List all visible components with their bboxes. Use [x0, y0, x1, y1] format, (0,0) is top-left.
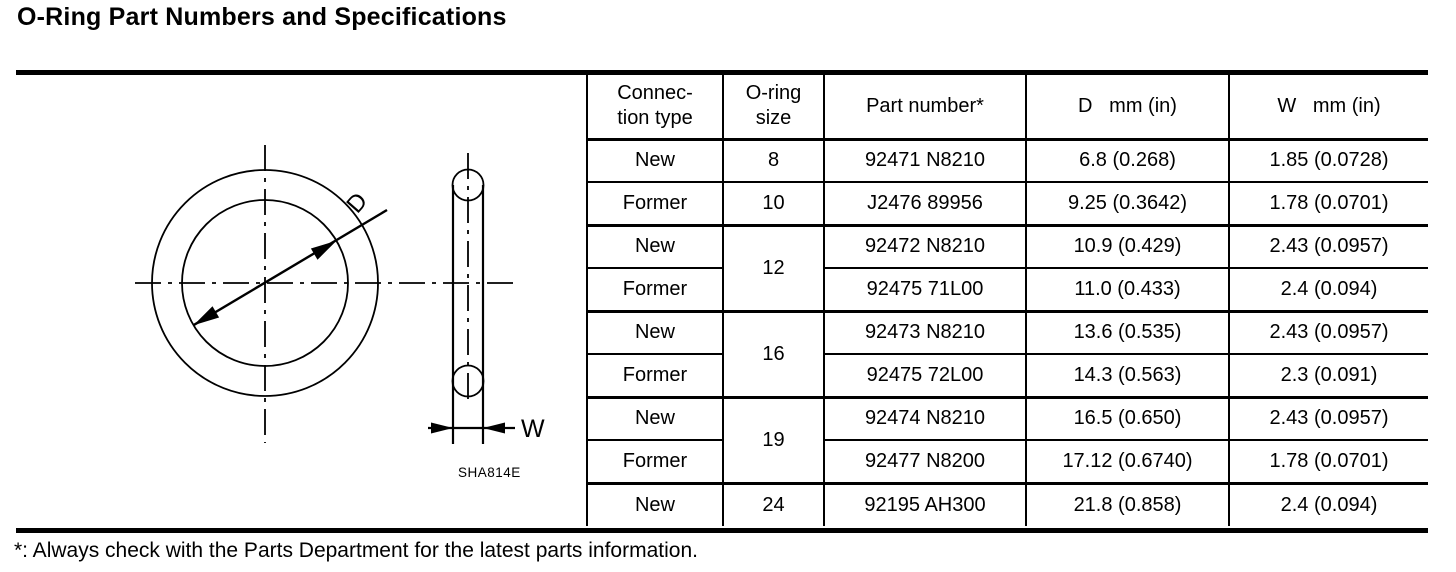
- cell-w-value: 2.43 (0.0957): [1229, 223, 1428, 268]
- cell-d-value: 6.8 (0.268): [1026, 139, 1230, 182]
- cell-part-number: 92475 71L00: [824, 267, 1027, 311]
- cell-connection-type: New: [587, 223, 724, 268]
- cell-w-value: 2.4 (0.094): [1229, 481, 1428, 526]
- arrowhead-lower-left: [193, 306, 220, 326]
- cell-connection-type: New: [587, 139, 724, 182]
- cell-connection-type: Former: [587, 181, 724, 225]
- bottom-divider: [16, 528, 1428, 533]
- cell-part-number: 92474 N8210: [824, 395, 1027, 440]
- cell-d-value: 10.9 (0.429): [1026, 223, 1230, 268]
- cell-connection-type: Former: [587, 267, 724, 311]
- cell-part-number: 92477 N8200: [824, 439, 1027, 483]
- cell-oring-size: 12: [723, 223, 825, 311]
- table-row: Former 92477 N8200 17.12 (0.6740) 1.78 (…: [587, 439, 1428, 483]
- cell-d-value: 17.12 (0.6740): [1026, 439, 1230, 483]
- cell-part-number: J2476 89956: [824, 181, 1027, 225]
- cell-oring-size: 24: [723, 481, 825, 526]
- header-connection-type: Connec- tion type: [587, 75, 724, 141]
- cell-w-value: 2.4 (0.094): [1229, 267, 1428, 311]
- table-row: New 16 92473 N8210 13.6 (0.535) 2.43 (0.…: [587, 309, 1428, 397]
- cell-oring-size: 8: [723, 139, 825, 182]
- cell-connection-type: New: [587, 395, 724, 440]
- width-arrowheads: [431, 422, 505, 434]
- figure-code: SHA814E: [458, 465, 521, 480]
- diameter-dimension-line: [192, 208, 388, 327]
- cell-oring-size: 19: [723, 395, 825, 483]
- table-row: New 8 92471 N8210 6.8 (0.268) 1.85 (0.07…: [587, 139, 1428, 182]
- cell-connection-type: New: [587, 309, 724, 354]
- cell-connection-type: Former: [587, 353, 724, 397]
- cell-w-value: 2.43 (0.0957): [1229, 395, 1428, 440]
- cell-part-number: 92472 N8210: [824, 223, 1027, 268]
- cell-d-value: 14.3 (0.563): [1026, 353, 1230, 397]
- w-dimension-label: W: [521, 415, 545, 443]
- table-row: Former 92475 72L00 14.3 (0.563) 2.3 (0.0…: [587, 353, 1428, 397]
- diameter-arrowheads: [193, 240, 337, 326]
- cell-w-value: 1.78 (0.0701): [1229, 439, 1428, 483]
- oring-spec-table: Connec- tion type O-ring size Part numbe…: [586, 75, 1428, 526]
- header-row: Connec- tion type O-ring size Part numbe…: [587, 75, 1428, 141]
- cell-part-number: 92471 N8210: [824, 139, 1027, 182]
- cell-d-value: 11.0 (0.433): [1026, 267, 1230, 311]
- cell-w-value: 2.43 (0.0957): [1229, 309, 1428, 354]
- header-d-mm-in: D mm (in): [1026, 75, 1230, 141]
- cell-w-value: 1.85 (0.0728): [1269, 149, 1389, 172]
- cell-part-number: 92475 72L00: [824, 353, 1027, 397]
- page-title: O-Ring Part Numbers and Specifications: [17, 3, 507, 31]
- cell-d-value: 13.6 (0.535): [1026, 309, 1230, 354]
- d-dimension-label: D: [341, 188, 373, 219]
- table-row: Former 10 J2476 89956 9.25 (0.3642) 1.78…: [587, 181, 1428, 225]
- cell-part-number: 92195 AH300: [824, 481, 1027, 526]
- cell-w-value: 1.78 (0.0701): [1229, 181, 1428, 225]
- arrowhead-pointing-left: [483, 422, 505, 434]
- cell-oring-size: 16: [723, 309, 825, 397]
- cell-d-value: 9.25 (0.3642): [1026, 181, 1230, 225]
- cell-d-value: 21.8 (0.858): [1026, 481, 1230, 526]
- table-row: New 24 92195 AH300 21.8 (0.858) 2.4 (0.0…: [587, 481, 1428, 526]
- cell-connection-type: Former: [587, 439, 724, 483]
- parts-footnote: *: Always check with the Parts Departmen…: [14, 539, 698, 562]
- header-w-mm-in: W mm (in): [1229, 75, 1428, 141]
- cell-d-value: 16.5 (0.650): [1026, 395, 1230, 440]
- table-row: New 19 92474 N8210 16.5 (0.650) 2.43 (0.…: [587, 395, 1428, 483]
- arrowhead-pointing-right: [431, 422, 453, 434]
- table-row: New 12 92472 N8210 10.9 (0.429) 2.43 (0.…: [587, 223, 1428, 311]
- arrowhead-upper-right: [310, 240, 337, 260]
- top-divider: [16, 70, 1428, 75]
- cell-oring-size: 10: [723, 181, 825, 225]
- table-row: Former 92475 71L00 11.0 (0.433) 2.4 (0.0…: [587, 267, 1428, 311]
- cell-connection-type: New: [587, 481, 724, 526]
- header-oring-size: O-ring size: [723, 75, 825, 141]
- cell-part-number: 92473 N8210: [824, 309, 1027, 354]
- oring-side-view: [428, 153, 515, 444]
- header-part-number: Part number*: [824, 75, 1027, 141]
- cell-w-value: 2.3 (0.091): [1229, 353, 1428, 397]
- oring-diagram: D W SHA814E: [135, 145, 545, 480]
- oring-front-view: [135, 145, 520, 443]
